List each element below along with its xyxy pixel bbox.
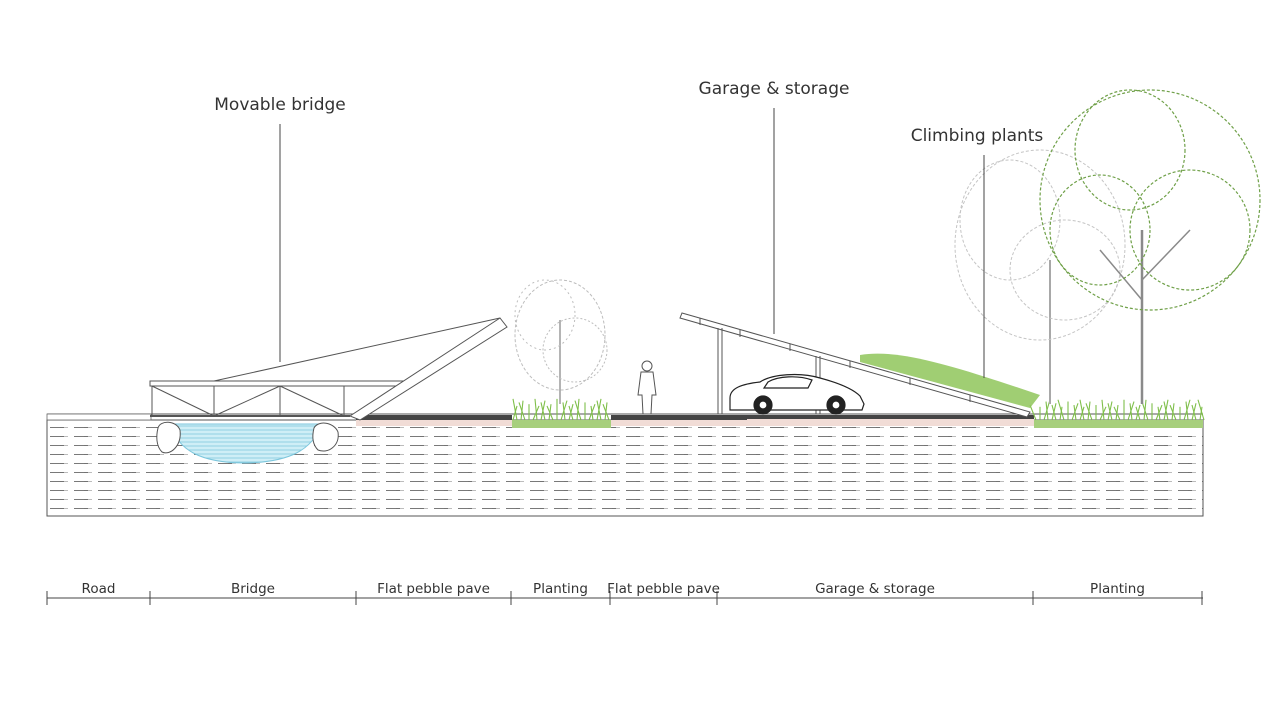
- planting-bed-1: [512, 420, 611, 428]
- person-figure-icon: [637, 360, 657, 415]
- water-channel: [156, 421, 339, 464]
- segment-label: Flat pebble pave: [377, 581, 490, 597]
- callout-garage: Garage & storage: [699, 79, 850, 334]
- gravel-bed-1: [356, 420, 512, 426]
- garage-structure: [679, 312, 1031, 418]
- grass-layer: [512, 398, 1205, 421]
- car-icon: [729, 373, 865, 415]
- movable-bridge: [149, 317, 508, 421]
- callout-climbing-plants: Climbing plants: [911, 126, 1044, 378]
- boulder-right: [312, 422, 339, 452]
- segment-label: Planting: [533, 581, 588, 597]
- tree-green-large: [1039, 89, 1261, 404]
- segment-label: Road: [82, 581, 116, 597]
- callout-movable-bridge: Movable bridge: [214, 95, 346, 362]
- planting-bed-2: [1034, 420, 1203, 428]
- pebble-pave-1: [356, 415, 512, 420]
- tree-grey-small: [514, 279, 608, 404]
- segment-label: Planting: [1090, 581, 1145, 597]
- pebble-pave-2: [611, 415, 747, 420]
- climbing-plants: [860, 353, 1040, 408]
- garage-slab: [747, 415, 1034, 419]
- callout-garage-text: Garage & storage: [699, 79, 850, 99]
- boulder-left: [156, 421, 181, 454]
- gravel-bed-3: [747, 419, 1034, 426]
- callout-climbing-text: Climbing plants: [911, 126, 1044, 146]
- segment-label: Bridge: [231, 581, 275, 597]
- segment-label: Flat pebble pave: [607, 581, 720, 597]
- gravel-bed-2: [611, 420, 747, 426]
- tree-grey-large: [954, 149, 1126, 404]
- road-surface: [46, 413, 152, 421]
- segment-label: Garage & storage: [815, 581, 935, 597]
- dimension-strip: Road Bridge Flat pebble pave Planting Flat p…: [46, 581, 1203, 605]
- callout-bridge-text: Movable bridge: [214, 95, 345, 115]
